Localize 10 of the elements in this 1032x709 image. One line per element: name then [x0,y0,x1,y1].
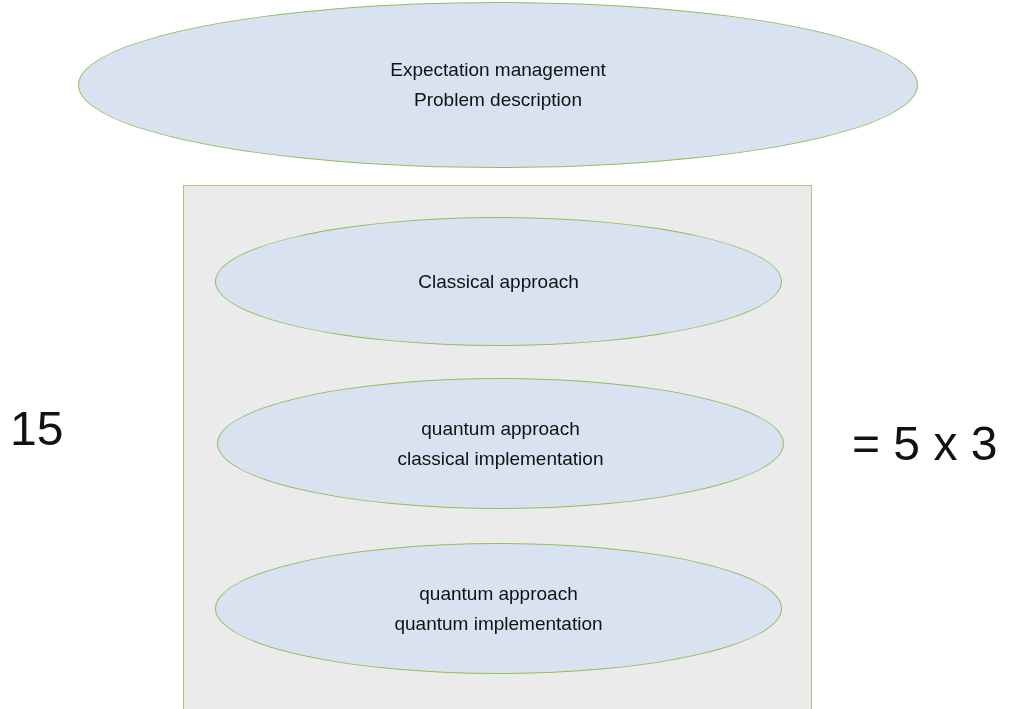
node-text: quantum implementation [394,611,603,636]
container-box [183,185,812,709]
label-text: 15 [10,405,64,453]
node-text: quantum approach [421,416,580,441]
node-text: Problem description [414,88,582,112]
node-text: Expectation management [390,58,606,82]
label-text: = 5 x 3 [852,420,998,468]
node-text: classical implementation [397,446,604,471]
node-text: quantum approach [419,581,578,606]
node-text: Classical approach [418,269,579,294]
